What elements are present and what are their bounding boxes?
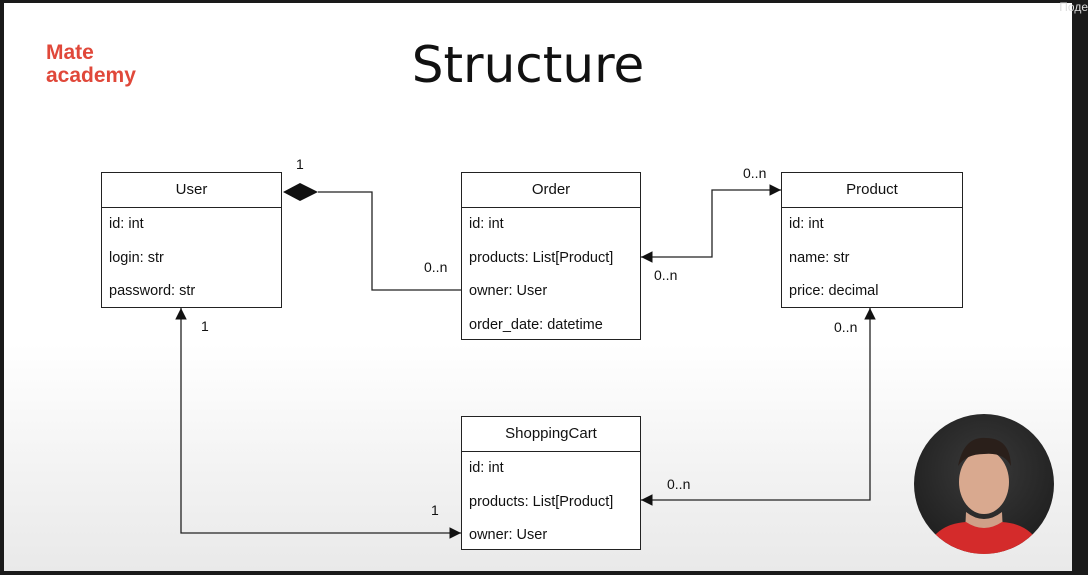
class-cart-name: ShoppingCart xyxy=(462,417,640,452)
multiplicity-label: 1 xyxy=(201,318,209,334)
product-cart-line xyxy=(641,308,876,506)
class-user: User id: int login: str password: str xyxy=(101,172,282,308)
class-product-attr: name: str xyxy=(789,249,850,266)
composition-diamond xyxy=(283,183,318,201)
presenter-webcam xyxy=(914,414,1054,554)
multiplicity-label: 0..n xyxy=(743,165,767,181)
class-order-attr: order_date: datetime xyxy=(469,316,603,333)
order-product-line xyxy=(641,184,781,263)
class-cart-attr: owner: User xyxy=(469,527,548,543)
class-order-attr: id: int xyxy=(469,216,504,232)
corner-caption: Поде xyxy=(1059,0,1088,14)
class-user-attr: password: str xyxy=(109,283,196,299)
class-order-name: Order xyxy=(462,173,640,208)
presenter-silhouette xyxy=(924,437,1044,554)
class-user-attr: id: int xyxy=(109,216,144,232)
class-cart-attr: id: int xyxy=(469,460,504,476)
class-product-name: Product xyxy=(782,173,962,208)
user-cart-line xyxy=(175,308,461,539)
class-product: Product id: int name: str price: decimal xyxy=(781,172,963,308)
class-product-attr: price: decimal xyxy=(789,283,879,299)
class-shopping-cart: ShoppingCart id: int products: List[Prod… xyxy=(461,416,641,550)
class-cart-attr: products: List[Product] xyxy=(469,493,614,510)
multiplicity-label: 0..n xyxy=(654,267,678,283)
multiplicity-label: 0..n xyxy=(667,476,691,492)
multiplicity-label: 1 xyxy=(431,502,439,518)
slide-title: Structure xyxy=(411,36,645,94)
class-user-name: User xyxy=(102,173,281,208)
class-order: Order id: int products: List[Product] ow… xyxy=(461,172,641,340)
class-order-attr: products: List[Product] xyxy=(469,249,614,266)
class-product-attr: id: int xyxy=(789,216,824,232)
mate-academy-logo: Mate academy xyxy=(46,41,136,87)
multiplicity-label: 1 xyxy=(296,156,304,172)
multiplicity-label: 0..n xyxy=(424,259,448,275)
user-order-composition-line xyxy=(318,191,461,291)
class-order-attr: owner: User xyxy=(469,283,548,299)
class-user-attr: login: str xyxy=(109,249,164,266)
multiplicity-label: 0..n xyxy=(834,319,858,335)
